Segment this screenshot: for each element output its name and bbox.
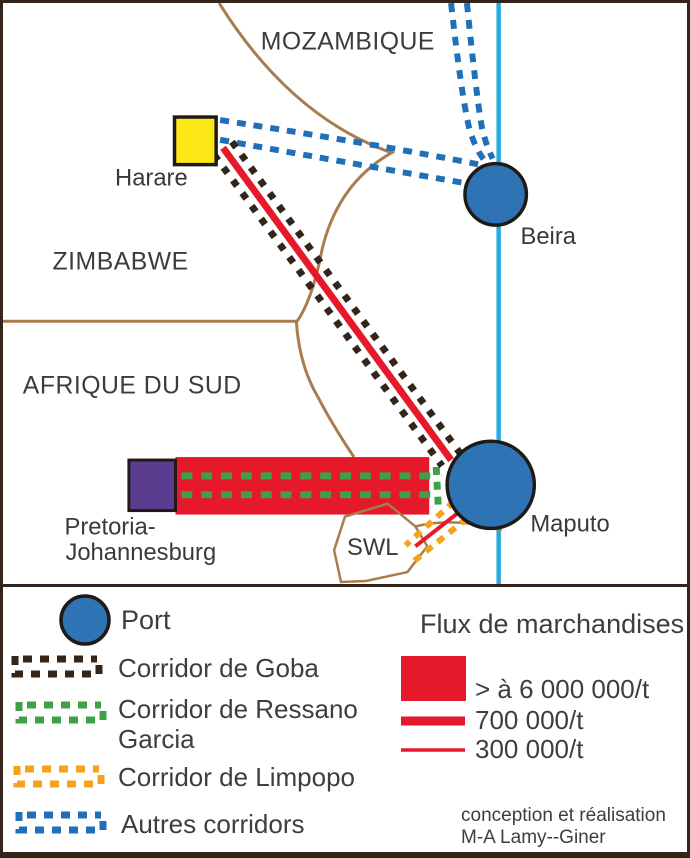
city-label-pretoria: Pretoria- [64,513,155,540]
ressano-dash-bottom [15,702,107,724]
legend-label-autres-corridors: Autres corridors [121,809,305,839]
autres-corridors-legend-symbol [15,811,107,834]
legend-label-corridor-limpopo: Corridor de Limpopo [118,762,356,792]
credit-line-1: conception et réalisation [461,805,666,826]
limpopo-dash-bottom [13,766,105,788]
pretoria-johannesburg-marker [127,458,177,513]
credit-line-2: M-A Lamy--Giner [461,827,606,848]
corridor-goba-line-2 [211,152,445,469]
legend-title-flux: Flux de marchandises [420,609,685,639]
corridor-limpopo-line-2 [409,516,469,566]
ressano-garcia-corridor-legend-symbol [15,701,107,724]
flux-band-legend-symbol [401,656,466,701]
corridor-harare-beira-line-1 [219,117,481,168]
flux-line-maputo-swl [414,509,463,548]
legend: Port Corridor de Goba Corridor de Ressan… [3,587,687,852]
country-label-mozambique: MOZAMBIQUE [261,29,435,56]
corridor-harare-beira-line-2 [219,136,468,187]
flux-line-harare-maputo [220,145,454,463]
port-icon [59,594,111,646]
legend-label-corridor-goba: Corridor de Goba [118,653,319,683]
goba-corridor-legend-symbol [11,655,103,678]
harare-marker [172,115,218,167]
legend-label-flux-700000: 700 000/t [475,705,584,735]
flux-band-icon [401,656,466,701]
map-area: MOZAMBIQUE ZIMBABWE AFRIQUE DU SUD Harar… [3,3,687,587]
goba-dash-bottom [11,656,103,678]
border-mozambique-zimbabwe [217,3,396,458]
autres-dash-bottom [15,812,107,834]
legend-label-port: Port [121,605,171,635]
beira-port-marker [463,161,529,227]
flux-thin-line-legend-symbol [401,748,465,752]
label-swl: SWL [347,534,399,561]
corridor-north-beira-line-1 [448,3,488,163]
legend-label-flux-6000000: > à 6 000 000/t [475,674,650,704]
border-swaziland [332,502,429,584]
city-label-beira: Beira [520,223,576,250]
port-legend-symbol [59,594,111,646]
city-label-johannesburg: Johannesburg [65,539,216,566]
legend-label-flux-300000: 300 000/t [475,734,584,764]
region-map-svg: MOZAMBIQUE ZIMBABWE AFRIQUE DU SUD Harar… [3,3,610,584]
city-label-maputo: Maputo [530,510,609,537]
corridor-goba-line-1 [229,139,463,456]
limpopo-corridor-legend-symbol [13,765,105,788]
country-label-zimbabwe: ZIMBABWE [53,249,189,276]
corridor-ressano-garcia-elbow [432,466,442,505]
corridor-limpopo-line-1 [403,499,457,548]
maputo-port-marker [445,439,537,531]
country-label-afrique-du-sud: AFRIQUE DU SUD [23,373,242,400]
corridor-north-beira-line-2 [463,3,496,161]
flux-thick-line-legend-symbol [401,716,465,726]
legend-label-corridor-ressano-garcia: Corridor de Ressano Garcia [118,694,358,754]
city-label-harare: Harare [115,164,188,191]
